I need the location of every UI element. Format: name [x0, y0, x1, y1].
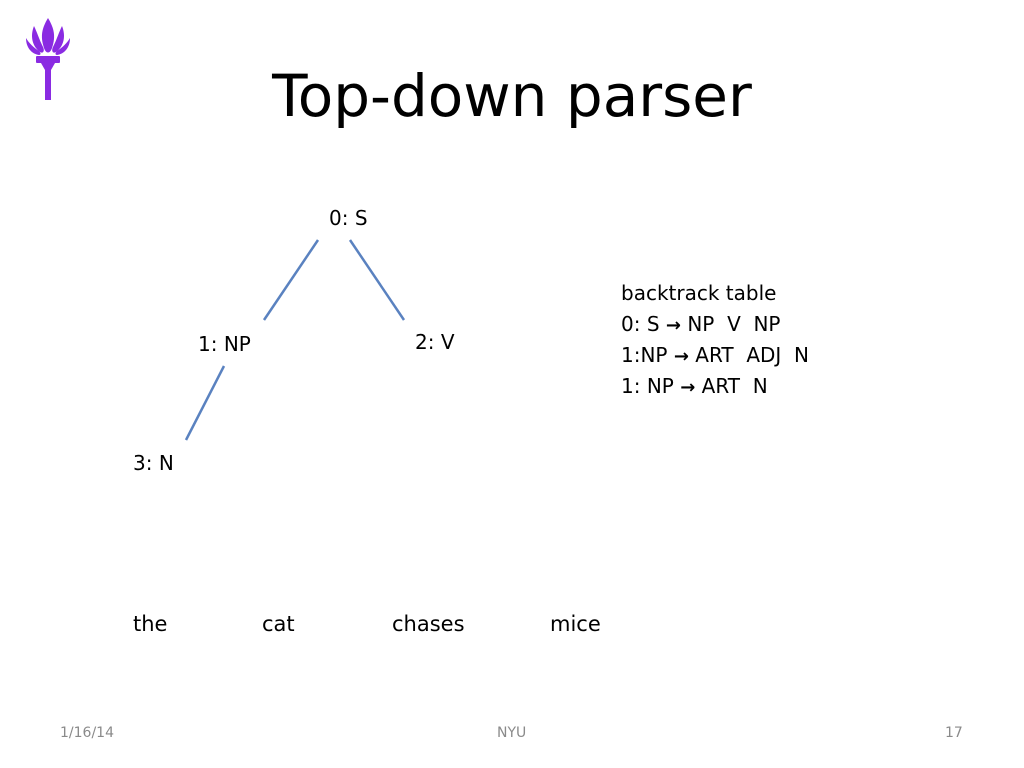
edge-np-n — [184, 365, 226, 441]
tree-node-s: 0: S — [329, 206, 368, 230]
backtrack-row-right: NP V NP — [687, 312, 781, 336]
arrow-right-icon: → — [680, 377, 696, 398]
backtrack-heading: backtrack table — [621, 281, 777, 305]
sentence-word-chases: chases — [392, 612, 465, 636]
page-number: 17 — [945, 725, 963, 741]
backtrack-row-left: 1:NP — [621, 343, 668, 367]
sentence-word-cat: cat — [262, 612, 295, 636]
backtrack-table: backtrack table 0: S → NP V NP 1:NP → AR… — [621, 278, 809, 402]
tree-node-np: 1: NP — [198, 332, 251, 356]
tree-node-v: 2: V — [415, 330, 455, 354]
edge-s-np — [262, 239, 320, 321]
footer-date: 1/16/14 — [60, 725, 114, 741]
sentence-word-the: the — [133, 612, 168, 636]
edge-s-v — [348, 239, 406, 321]
backtrack-row-right: ART N — [701, 374, 768, 398]
backtrack-row-left: 0: S — [621, 312, 660, 336]
torch-icon — [26, 18, 70, 100]
sentence-word-mice: mice — [550, 612, 601, 636]
backtrack-row: 0: S → NP V NP — [621, 309, 809, 340]
backtrack-row-right: ART ADJ N — [695, 343, 810, 367]
slide-title: Top-down parser — [272, 62, 752, 130]
backtrack-row-left: 1: NP — [621, 374, 674, 398]
footer-center: NYU — [497, 725, 527, 741]
backtrack-row: 1: NP → ART N — [621, 371, 809, 402]
arrow-right-icon: → — [665, 315, 681, 336]
tree-node-n: 3: N — [133, 451, 174, 475]
arrow-right-icon: → — [673, 346, 689, 367]
backtrack-row: 1:NP → ART ADJ N — [621, 340, 809, 371]
